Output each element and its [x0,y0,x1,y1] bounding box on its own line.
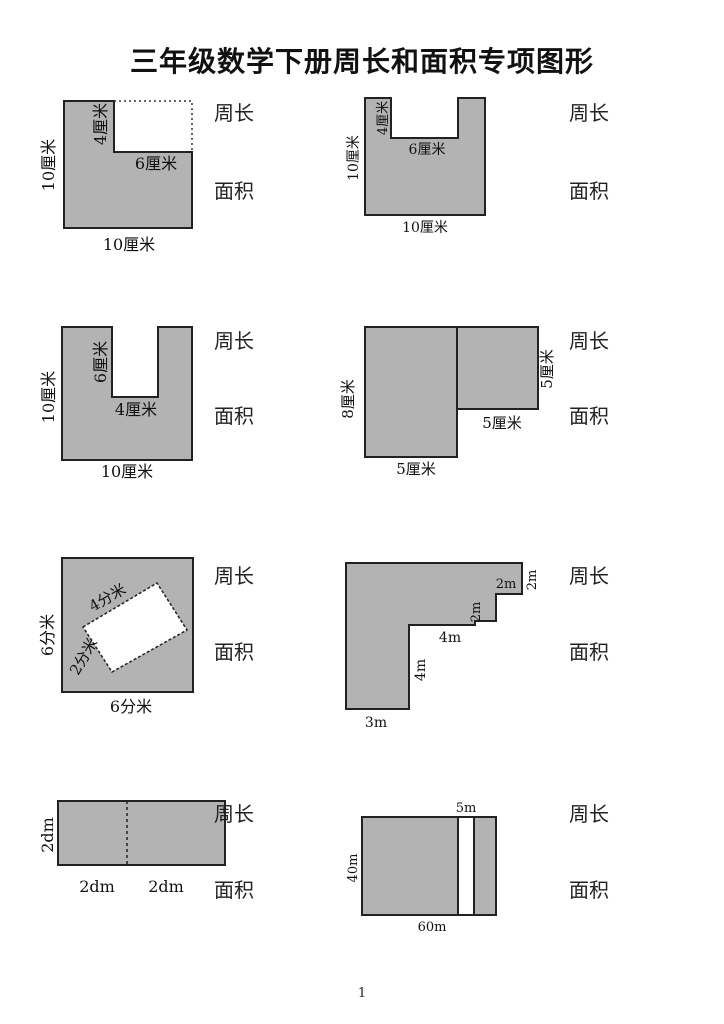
figure-1-perimeter-label: 周长 [214,101,254,125]
figure-7-label-width-left: 2dm [79,877,115,896]
figure-6-label-step-mid-h: 2m [469,602,484,623]
figure-3-shape [61,326,193,461]
figure-4-label-left-width: 5厘米 [396,460,436,478]
figure-2-label-notch-width: 6厘米 [409,142,446,158]
figure-1-label-bottom: 10厘米 [103,235,155,254]
figure-2-label-left: 10厘米 [346,135,362,181]
figure-2-label-notch-depth: 4厘米 [376,101,391,135]
figure-5-tilted-rectangle [81,581,189,673]
figure-2-label-bottom: 10厘米 [402,220,448,236]
figure-6-label-step-top: 2m [496,577,517,592]
figure-3-area-label: 面积 [214,404,254,428]
figure-8-rectangle [361,816,497,916]
figure-7-perimeter-label: 周长 [214,802,254,826]
figure-6-shape [345,562,523,710]
figure-1-dotted-edge [114,100,193,152]
figure-4-perimeter-label: 周长 [569,329,609,353]
figure-5-perimeter-label: 周长 [214,564,254,588]
figure-3-label-bottom: 10厘米 [101,462,153,481]
figure-8-perimeter-label: 周长 [569,802,609,826]
figure-5-label-left: 6分米 [38,614,57,656]
figure-3-label-left: 10厘米 [39,371,58,423]
figure-8-label-width: 60m [418,920,447,935]
figure-3-perimeter-label: 周长 [214,329,254,353]
figure-2-perimeter-label: 周长 [569,101,609,125]
figure-8: 5m 40m 60m [346,801,497,935]
figure-1: 4厘米 6厘米 10厘米 10厘米 [39,100,193,254]
figure-8-label-height: 40m [346,854,361,883]
figure-7-area-label: 面积 [214,878,254,902]
figure-7-label-width-right: 2dm [148,877,184,896]
figure-6-label-inner-h: 4m [413,659,429,681]
figure-6: 2m 2m 2m 4m 4m 3m [345,562,540,731]
figure-5-area-label: 面积 [214,640,254,664]
figure-3-label-slot-width: 4厘米 [115,400,157,419]
figure-7-rectangle [57,800,226,866]
figure-2-shape [364,97,486,216]
figure-6-label-bottom: 3m [365,715,387,731]
figure-6-label-inner-w: 4m [439,630,461,646]
figure-7-label-height: 2dm [38,817,57,853]
figure-8-label-strip: 5m [456,801,477,816]
figure-7: 2dm 2dm 2dm [38,800,226,896]
figure-5-label-bottom: 6分米 [110,697,152,716]
figure-4-label-right-height: 5厘米 [538,349,556,389]
figure-1-label-top-gap: 4厘米 [91,103,110,145]
figure-2-area-label: 面积 [569,179,609,203]
figure-4-label-right-width: 5厘米 [482,414,522,432]
figure-8-area-label: 面积 [569,878,609,902]
figure-2: 4厘米 6厘米 10厘米 10厘米 [346,97,486,236]
figure-4-area-label: 面积 [569,404,609,428]
figure-8-strip [457,816,475,916]
figure-4-shape [364,326,539,458]
figure-4-label-left-height: 8厘米 [339,379,357,419]
figure-6-perimeter-label: 周长 [569,564,609,588]
figure-1-label-notch-width: 6厘米 [135,154,177,173]
figure-3: 6厘米 4厘米 10厘米 10厘米 [39,326,193,481]
figure-3-label-slot-depth: 6厘米 [91,341,110,383]
figure-5: 4分米 2分米 6分米 6分米 [38,557,194,716]
figure-1-area-label: 面积 [214,179,254,203]
page-title: 三年级数学下册周长和面积专项图形 [129,45,594,78]
figure-6-label-step-right: 2m [525,570,540,591]
figure-1-label-left: 10厘米 [39,139,58,191]
page-number: 1 [357,986,367,1001]
figure-4: 8厘米 5厘米 5厘米 5厘米 [339,326,556,478]
figure-6-area-label: 面积 [569,640,609,664]
